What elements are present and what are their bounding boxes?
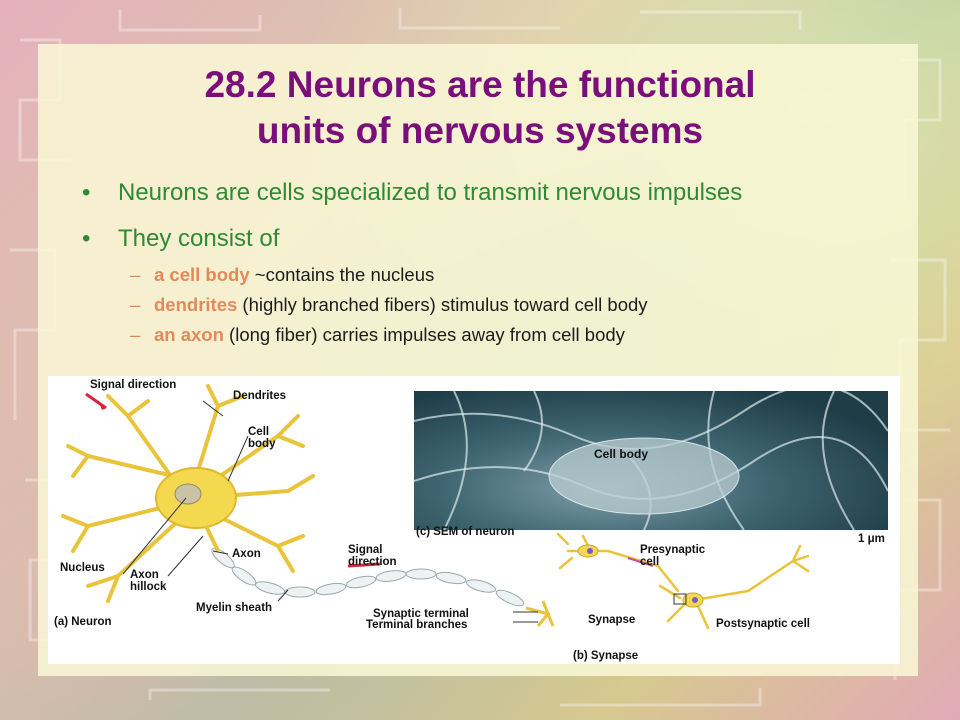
bullet-item: • Neurons are cells specialized to trans…: [82, 180, 862, 206]
bullet-dot: •: [82, 225, 91, 252]
postsynaptic-cell-label: Postsynaptic cell: [716, 618, 810, 630]
synapse-label: Synapse: [588, 614, 636, 626]
dash-marker: –: [130, 324, 141, 345]
highlight-term: a cell body: [154, 264, 250, 285]
title-line-2: units of nervous systems: [256, 110, 704, 151]
sub-bullet-text: ~contains the nucleus: [249, 264, 435, 285]
sem-micrograph: Cell body: [414, 391, 888, 530]
sub-bullet-text: (long fiber) carries impulses away from …: [223, 324, 625, 345]
panel-c-caption: (c) SEM of neuron: [416, 526, 515, 538]
sub-bullet-text: (highly branched fibers) stimulus toward…: [237, 294, 648, 315]
presynaptic-cell-label: Presynaptic cell: [640, 544, 706, 568]
axon-label: Axon: [232, 548, 261, 560]
sub-bullet-item: – an axon (long fiber) carries impulses …: [82, 324, 862, 346]
axon-hillock-label: Axon hillock: [130, 569, 167, 593]
title-line-1: 28.2 Neurons are the functional: [204, 64, 756, 105]
bullet-text: They consist of: [118, 225, 280, 252]
panel-a-caption: (a) Neuron: [54, 616, 112, 628]
nucleus-label: Nucleus: [60, 562, 105, 574]
sub-bullet-item: – dendrites (highly branched fibers) sti…: [82, 294, 862, 316]
slide-title: 28.2 Neurons are the functional units of…: [40, 62, 920, 154]
highlight-term: dendrites: [154, 294, 238, 315]
scale-bar-label: 1 μm: [858, 533, 885, 545]
cell-body-label: Cell body: [248, 426, 276, 450]
bullet-list: • Neurons are cells specialized to trans…: [82, 180, 862, 356]
synaptic-terminal-label: Synaptic terminal: [373, 608, 469, 620]
terminal-branches-label: Terminal branches: [366, 619, 468, 631]
dash-marker: –: [130, 264, 141, 285]
myelin-sheath-label: Myelin sheath: [196, 602, 273, 614]
neuron-illustration: [61, 384, 882, 630]
signal-direction-label: Signal direction: [90, 379, 177, 391]
highlight-term: an axon: [154, 324, 224, 345]
bullet-dot: •: [82, 179, 91, 206]
dendrites-label: Dendrites: [233, 390, 287, 402]
panel-b-caption: (b) Synapse: [573, 650, 639, 662]
neuron-figure: Cell body Signal direction Dendrites Cel…: [48, 376, 900, 664]
dash-marker: –: [130, 294, 141, 315]
sem-cell-body-label: Cell body: [594, 447, 649, 461]
sub-bullet-item: – a cell body ~contains the nucleus: [82, 264, 862, 286]
bullet-item: • They consist of: [82, 226, 862, 252]
bullet-text: Neurons are cells specialized to transmi…: [118, 179, 743, 206]
signal-direction-label-2: Signal direction: [348, 544, 397, 568]
sem-fibers: [414, 391, 888, 530]
